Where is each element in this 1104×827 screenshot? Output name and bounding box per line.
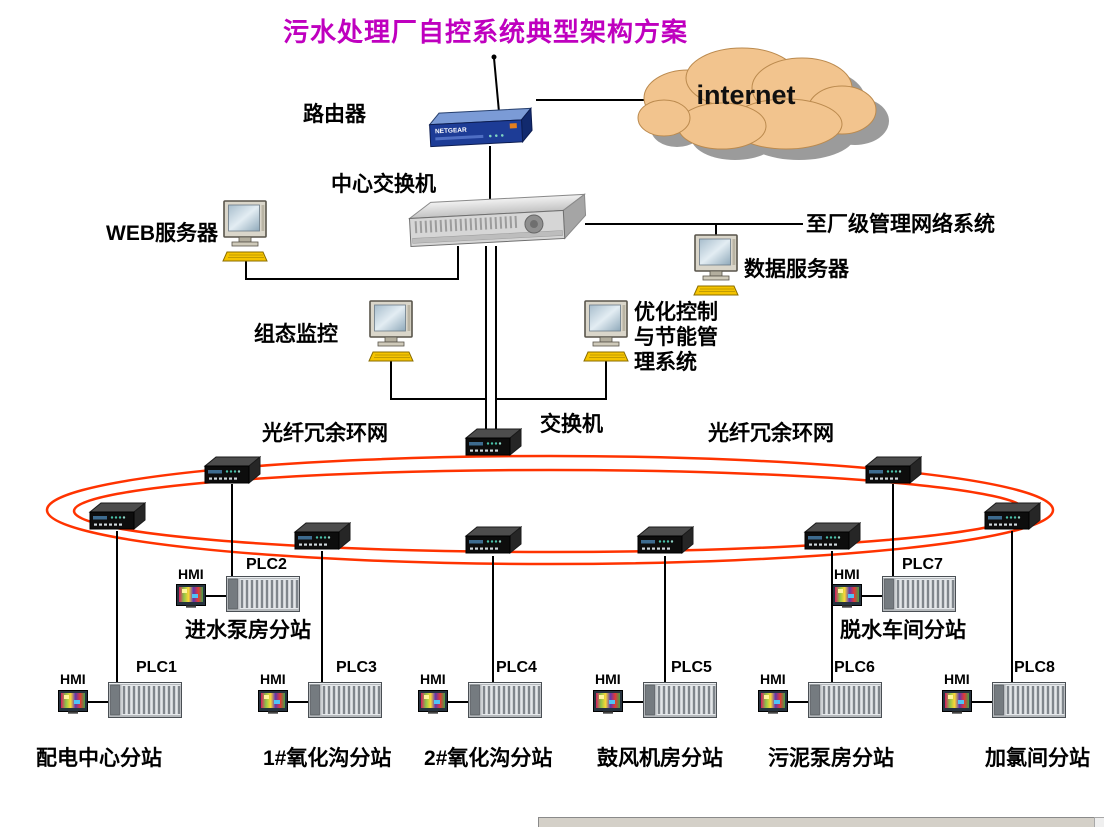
horizontal-scrollbar[interactable] [538, 817, 1095, 827]
hmi-device-icon [58, 690, 88, 714]
router-icon: NETGEAR [428, 107, 533, 148]
ring-switch-icon [983, 498, 1041, 534]
optimize-system-label: 优化控制 与节能管 理系统 [634, 300, 718, 376]
scada-computer-icon [368, 300, 414, 362]
fiber-ring-right-label: 光纤冗余环网 [708, 422, 834, 445]
optimize-computer-icon [583, 300, 629, 362]
ring-switch-icon [803, 518, 861, 554]
ring-switch-icon [864, 452, 922, 488]
hmi-label: HMI [595, 671, 621, 687]
hmi-device-icon [942, 690, 972, 714]
ring-switch-icon [636, 522, 694, 558]
data-server-computer-icon [693, 234, 739, 296]
core-ring-switch-icon [464, 424, 522, 460]
plc-device-icon [226, 574, 300, 614]
optimize-system-label-line1: 优化控制 [634, 301, 718, 324]
plc-label: PLC4 [496, 659, 537, 676]
ring-switch-label: 交换机 [540, 413, 603, 436]
scada-label: 组态监控 [254, 323, 338, 346]
hmi-label: HMI [178, 566, 204, 582]
hmi-device-icon [758, 690, 788, 714]
optimize-system-label-line2: 与节能管 [634, 326, 718, 350]
scrollbar-corner [1094, 817, 1104, 827]
optimize-system-label-line3: 理系统 [634, 351, 697, 375]
station-label: 脱水车间分站 [840, 619, 966, 642]
hmi-label: HMI [760, 671, 786, 687]
plc-label: PLC1 [136, 659, 177, 676]
station-label: 鼓风机房分站 [597, 747, 723, 770]
station-label: 进水泵房分站 [185, 619, 311, 642]
plc-device-icon [643, 680, 717, 720]
hmi-device-icon [832, 584, 862, 608]
hmi-label: HMI [60, 671, 86, 687]
station-label: 1#氧化沟分站 [263, 747, 392, 770]
router-brand-label: NETGEAR [435, 127, 467, 136]
station-label: 加氯间分站 [985, 747, 1090, 770]
fiber-ring-outer [45, 454, 1055, 566]
plc-label: PLC2 [246, 556, 287, 573]
cloud-body [637, 47, 877, 150]
plant-network-label: 至厂级管理网络系统 [806, 213, 995, 236]
central-switch-icon [407, 193, 587, 248]
internet-cloud-icon: internet [637, 47, 889, 160]
internet-label: internet [696, 80, 795, 110]
web-server-computer-icon [222, 200, 268, 262]
plc-label: PLC3 [336, 659, 377, 676]
hmi-label: HMI [834, 566, 860, 582]
station-label: 2#氧化沟分站 [424, 747, 553, 770]
plc-device-icon [308, 680, 382, 720]
network-links [88, 54, 1013, 703]
plc-label: PLC5 [671, 659, 712, 676]
hmi-device-icon [258, 690, 288, 714]
web-server-label: WEB服务器 [106, 222, 218, 245]
station-label: 配电中心分站 [36, 747, 162, 770]
hmi-device-icon [593, 690, 623, 714]
plc-label: PLC6 [834, 659, 875, 676]
data-server-label: 数据服务器 [744, 258, 849, 281]
ring-switch-icon [203, 452, 261, 488]
router-label: 路由器 [303, 103, 366, 126]
hmi-label: HMI [420, 671, 446, 687]
central-switch-label: 中心交换机 [331, 173, 436, 196]
plc-device-icon [992, 680, 1066, 720]
plc-label: PLC7 [902, 556, 943, 573]
plc-device-icon [882, 574, 956, 614]
hmi-device-icon [418, 690, 448, 714]
ring-switch-icon [293, 518, 351, 554]
hmi-label: HMI [944, 671, 970, 687]
ring-switch-icon [88, 498, 146, 534]
ring-switch-icon [464, 522, 522, 558]
plc-device-icon [808, 680, 882, 720]
plc-device-icon [108, 680, 182, 720]
hmi-label: HMI [260, 671, 286, 687]
fiber-ring-left-label: 光纤冗余环网 [262, 422, 388, 445]
diagram-title: 污水处理厂自控系统典型架构方案 [283, 17, 689, 47]
plc-label: PLC8 [1014, 659, 1055, 676]
station-label: 污泥泵房分站 [768, 747, 894, 770]
plc-device-icon [468, 680, 542, 720]
hmi-device-icon [176, 584, 206, 608]
